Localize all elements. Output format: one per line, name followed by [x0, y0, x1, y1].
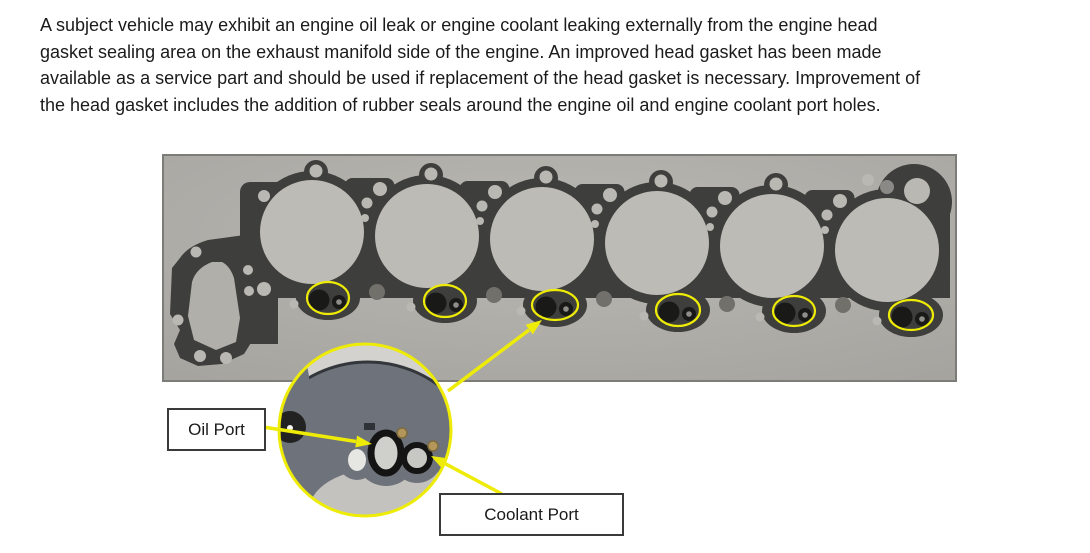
oil-port-label: Oil Port	[167, 408, 266, 451]
paragraph-line: gasket sealing area on the exhaust manif…	[40, 41, 882, 62]
bolt-holes	[172, 164, 930, 364]
bulletin-paragraph: A subject vehicle may exhibit an engine …	[40, 12, 1060, 118]
gasket-bores	[188, 180, 939, 350]
port-highlight-ellipses	[305, 280, 935, 332]
inset-small-hole	[348, 449, 366, 471]
coolant-port-label: Coolant Port	[439, 493, 624, 536]
port-highlight-ellipse	[887, 298, 935, 332]
paragraph-line: the head gasket includes the addition of…	[40, 94, 881, 115]
dowel-spots	[369, 180, 894, 313]
port-hole-centers	[336, 299, 925, 322]
oil-port-hole	[367, 429, 405, 477]
coolant-port-label-text: Coolant Port	[484, 504, 579, 524]
paragraph-line: available as a service part and should b…	[40, 68, 921, 88]
port-holes	[308, 289, 929, 328]
head-gasket-illustration	[164, 156, 955, 380]
port-highlight-ellipse	[654, 292, 702, 328]
port-highlight-ellipse	[422, 283, 468, 319]
port-highlight-ellipse	[530, 288, 580, 322]
head-gasket-photo	[162, 154, 957, 382]
oil-port-label-text: Oil Port	[188, 419, 245, 439]
coolant-port-hole	[401, 442, 433, 474]
oil-port-arrow	[262, 425, 372, 448]
paragraph-line: A subject vehicle may exhibit an engine …	[40, 15, 878, 35]
port-highlight-ellipse	[771, 294, 817, 328]
coolant-port-arrow	[431, 456, 503, 496]
port-highlight-ellipse	[305, 280, 351, 316]
